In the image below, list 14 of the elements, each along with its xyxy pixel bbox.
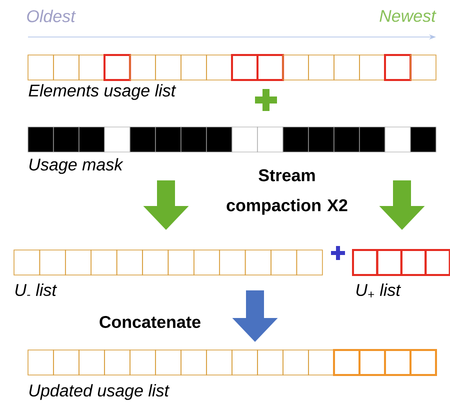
cell-row <box>352 249 450 276</box>
axis-label: Oldest <box>27 10 76 22</box>
cell-row <box>28 126 436 152</box>
edge-label: Concatenate <box>98 314 202 329</box>
row-caption: U$_{+}$ list <box>356 284 401 298</box>
row-caption: Updated usage list <box>29 384 170 400</box>
cell-row <box>28 349 437 376</box>
row-caption: Usage mask <box>29 158 124 174</box>
cell-row <box>14 250 323 276</box>
row-caption: U$_{-}$ list <box>15 284 58 296</box>
step-label: Stream compaction X2 <box>226 169 348 215</box>
row-caption: Elements usage list <box>28 84 176 100</box>
axis-label: Newest <box>380 10 436 22</box>
cell-row <box>28 54 436 81</box>
